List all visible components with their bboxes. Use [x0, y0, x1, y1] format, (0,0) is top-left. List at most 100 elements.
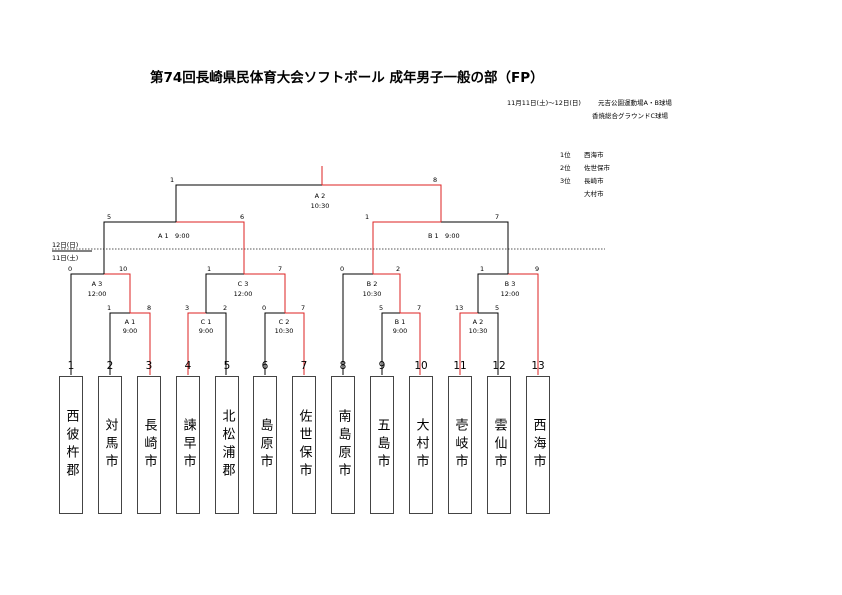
sf-a1-label: A 1 [158, 232, 169, 240]
r2-b3-right [508, 273, 539, 375]
r1-a2-time: 10:30 [468, 327, 488, 335]
r1-b1-right [400, 312, 421, 375]
sf-b1-left [372, 221, 441, 274]
r1-b1-score-left: 5 [379, 304, 384, 312]
team-box: 佐世保市 [292, 376, 316, 514]
team-number: 2 [106, 360, 114, 372]
team-box: 島原市 [253, 376, 277, 514]
r1-a1-time: 9:00 [122, 327, 138, 335]
team-name: 壱岐市 [452, 418, 468, 472]
team-box: 諫早市 [176, 376, 200, 514]
r2-a3-left [70, 273, 104, 375]
r1-c2-time: 10:30 [274, 327, 294, 335]
r2-b2-score-left: 0 [340, 265, 345, 273]
team-box: 雲仙市 [487, 376, 511, 514]
r1-c2-score-right: 7 [301, 304, 306, 312]
r2-a3-label: A 3 [91, 280, 103, 288]
r2-c3-label: C 3 [237, 280, 249, 288]
team-box: 大村市 [409, 376, 433, 514]
day-label-12: 12日(日) [52, 241, 79, 249]
r2-a3-right [104, 273, 131, 313]
team-box: 西海市 [526, 376, 550, 514]
ranking-rank: 3位 [560, 177, 571, 185]
sf-a1-time: 9:00 [175, 232, 190, 240]
r2-c3-score-left: 1 [207, 265, 212, 273]
r1-a1-label: A 1 [124, 318, 136, 326]
team-box: 壱岐市 [448, 376, 472, 514]
r1-a1-left [109, 312, 130, 375]
r2-b3-label: B 3 [504, 280, 516, 288]
sf-a1-score-left: 5 [107, 213, 112, 221]
sf-b1-label: B 1 [428, 232, 439, 240]
r1-a2-score-right: 5 [495, 304, 500, 312]
team-name: 雲仙市 [491, 418, 507, 472]
ranking-rank: 2位 [560, 164, 571, 172]
r2-a3-time: 12:00 [87, 290, 107, 298]
r1-b1-score-right: 7 [417, 304, 422, 312]
r1-a1-right [130, 312, 151, 375]
r1-c2-left [264, 312, 285, 375]
r2-a3-score-left: 0 [68, 265, 73, 273]
team-number: 12 [492, 360, 506, 372]
r2-b3-time: 12:00 [500, 290, 520, 298]
team-box: 南島原市 [331, 376, 355, 514]
r2-a3-score-right: 10 [119, 265, 128, 273]
r2-b2-label: B 2 [366, 280, 378, 288]
ranking-team: 長崎市 [584, 177, 604, 185]
final-score-right: 8 [433, 176, 438, 184]
r1-b1-label: B 1 [394, 318, 406, 326]
r1-b1-left [381, 312, 400, 375]
team-name: 諫早市 [180, 418, 196, 472]
r1-c2-right [285, 312, 305, 375]
r1-c1-left [187, 312, 206, 375]
sf-a1-right [176, 221, 245, 274]
r1-a1-score-right: 8 [147, 304, 152, 312]
r2-c3-right [244, 273, 286, 313]
final-right [322, 184, 442, 222]
sf-a1-score-right: 6 [240, 213, 245, 221]
team-box: 西彼杵郡 [59, 376, 83, 514]
r2-c3-score-right: 7 [278, 265, 283, 273]
r1-c1-score-left: 3 [185, 304, 190, 312]
r1-c1-right [206, 312, 227, 375]
team-number: 4 [184, 360, 192, 372]
team-name: 北松浦郡 [219, 409, 235, 481]
day-label-11: 11日(土) [52, 254, 79, 262]
team-box: 対馬市 [98, 376, 122, 514]
sf-b1-right [441, 221, 509, 274]
r1-a1-score-left: 1 [107, 304, 112, 312]
team-number: 3 [145, 360, 153, 372]
team-number: 9 [378, 360, 386, 372]
team-name: 西彼杵郡 [63, 409, 79, 481]
r1-c2-score-left: 0 [262, 304, 267, 312]
ranking-team: 西海市 [584, 151, 604, 159]
final-label: A 2 [314, 192, 326, 200]
venue-secondary: 香焼総合グラウンドC球場 [592, 112, 669, 120]
team-number: 8 [339, 360, 347, 372]
team-name: 佐世保市 [296, 409, 312, 481]
sf-b1-score-left: 1 [365, 213, 370, 221]
team-name: 南島原市 [335, 409, 351, 481]
ranking-rank: 1位 [560, 151, 571, 159]
team-name: 島原市 [257, 418, 273, 472]
team-box: 長崎市 [137, 376, 161, 514]
team-name: 対馬市 [102, 418, 118, 472]
team-number: 10 [414, 360, 428, 372]
r1-c2-label: C 2 [278, 318, 290, 326]
sf-b1-score-right: 7 [495, 213, 500, 221]
final-score-left: 1 [170, 176, 175, 184]
r1-a2-score-left: 13 [455, 304, 464, 312]
venue-primary: 元吉公園運動場A・B球場 [598, 99, 672, 107]
team-number: 5 [223, 360, 231, 372]
r1-c1-label: C 1 [200, 318, 212, 326]
r2-b2-score-right: 2 [396, 265, 401, 273]
r2-c3-left [205, 273, 244, 313]
tournament-dates: 11月11日(土)～12日(日) [507, 99, 581, 107]
final-time: 10:30 [310, 202, 330, 210]
team-number: 6 [261, 360, 269, 372]
r1-a2-right [478, 312, 499, 375]
team-box: 五島市 [370, 376, 394, 514]
team-number: 1 [67, 360, 75, 372]
r2-c3-time: 12:00 [233, 290, 253, 298]
